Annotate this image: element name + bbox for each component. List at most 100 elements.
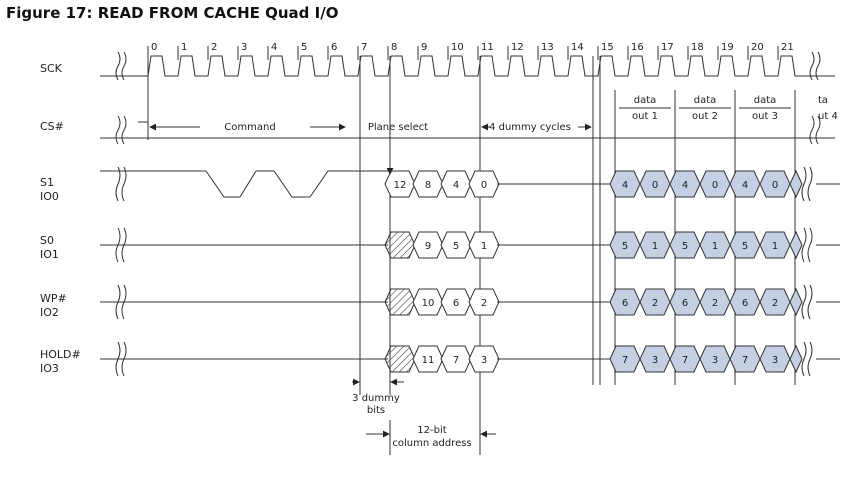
cycle-number: 20 [751, 42, 764, 53]
cycle-number: 5 [301, 42, 307, 53]
cs-break-mark [809, 115, 815, 145]
io0-data-bit-label: 4 [682, 180, 688, 191]
data-out4-label-bottom: ut 4 [818, 111, 838, 122]
io1-address-bit-label: 5 [453, 241, 459, 252]
io1-end-break-mark [807, 227, 813, 263]
data-out-label-top: data [634, 95, 657, 106]
dummy-bits-label-1: 3 dummy [352, 393, 400, 404]
data-out-label-bottom: out 1 [632, 111, 658, 122]
sck-break-mark [815, 51, 821, 81]
io0-data-bit-label: 4 [742, 180, 748, 191]
io2-address-bit-label: 10 [422, 298, 435, 309]
io0-end-break-mark [807, 166, 813, 202]
cycle-number: 13 [541, 42, 554, 53]
io3-end-break-mark [807, 341, 813, 377]
cycle-number: 12 [511, 42, 524, 53]
cycle-number: 9 [421, 42, 427, 53]
io2-dummy-bit [384, 288, 416, 316]
io0-command-waveform [100, 170, 388, 198]
io1-data-bit-label: 1 [772, 241, 778, 252]
signal-label-io2: WP#IO2 [40, 292, 67, 319]
io1-end-break-mark [801, 227, 807, 263]
cycle-number: 10 [451, 42, 464, 53]
cycle-number: 21 [781, 42, 794, 53]
sck-break-mark [809, 51, 815, 81]
dummy-bits-label-2: bits [367, 405, 385, 416]
io3-data-bit-label: 3 [772, 355, 778, 366]
cycle-number: 11 [481, 42, 494, 53]
io2-address-bit-label: 6 [453, 298, 459, 309]
io2-data-bit-label: 2 [712, 298, 718, 309]
io0-address-bit-label: 8 [425, 180, 431, 191]
io3-data-bit-label: 7 [682, 355, 688, 366]
io2-end-break-mark [801, 284, 807, 320]
io2-break-mark [115, 284, 121, 320]
sck-clock-waveform [100, 55, 835, 77]
io1-address-bit-label: 9 [425, 241, 431, 252]
signal-label-sck: SCK [40, 62, 63, 75]
io3-end-break-mark [801, 341, 807, 377]
io3-data-bit-label: 3 [652, 355, 658, 366]
sck-break-mark [115, 51, 121, 81]
cycle-number: 2 [211, 42, 217, 53]
io0-address-bit-label: 4 [453, 180, 459, 191]
data-out-label-top: data [754, 95, 777, 106]
io3-address-bit-label: 7 [453, 355, 459, 366]
io1-data-bit-label: 5 [742, 241, 748, 252]
io1-data-continue [789, 230, 803, 260]
io0-data-bit-label: 0 [712, 180, 718, 191]
cycle-number: 1 [181, 42, 187, 53]
cycle-number: 16 [631, 42, 644, 53]
io3-data-bit-label: 3 [712, 355, 718, 366]
io0-address-bit-label: 12 [394, 180, 407, 191]
signal-label-io3: HOLD#IO3 [40, 348, 81, 375]
io1-dummy-bit [384, 231, 416, 259]
io2-data-bit-label: 6 [742, 298, 748, 309]
cycle-number: 3 [241, 42, 247, 53]
io0-end-break-mark [801, 166, 807, 202]
command-label: Command [224, 122, 275, 133]
io0-address-bit-label: 0 [481, 180, 487, 191]
io2-data-bit-label: 2 [772, 298, 778, 309]
io2-data-continue [789, 287, 803, 317]
io0-break-mark [115, 166, 121, 202]
io2-data-bit-label: 2 [652, 298, 658, 309]
cycle-number: 4 [271, 42, 277, 53]
data-out4-label-top: ta [818, 95, 828, 106]
sck-break-mark [121, 51, 127, 81]
column-label-2: column address [392, 438, 471, 449]
dummy-cycles-label: 4 dummy cycles [489, 122, 571, 133]
io1-data-bit-label: 1 [712, 241, 718, 252]
cycle-number: 6 [331, 42, 337, 53]
io1-data-bit-label: 5 [622, 241, 628, 252]
io3-address-bit-label: 11 [422, 355, 435, 366]
io2-break-mark [121, 284, 127, 320]
data-out-label-bottom: out 3 [752, 111, 778, 122]
cs-break-mark [121, 115, 127, 145]
io2-data-bit-label: 6 [622, 298, 628, 309]
io1-data-bit-label: 1 [652, 241, 658, 252]
cs-break-mark [815, 115, 821, 145]
io2-address-bit-label: 2 [481, 298, 487, 309]
signal-label-cs: CS# [40, 120, 64, 133]
cycle-number: 15 [601, 42, 614, 53]
io1-data-bit-label: 5 [682, 241, 688, 252]
io3-break-mark [115, 341, 121, 377]
io0-data-bit-label: 4 [622, 180, 628, 191]
io3-data-bit-label: 7 [742, 355, 748, 366]
column-label-1: 12-bit [417, 425, 446, 436]
cycle-number: 7 [361, 42, 367, 53]
cycle-number: 14 [571, 42, 584, 53]
io3-data-bit-label: 7 [622, 355, 628, 366]
data-out-label-top: data [694, 95, 717, 106]
io0-data-bit-label: 0 [772, 180, 778, 191]
io3-break-mark [121, 341, 127, 377]
io0-data-continue [789, 169, 803, 199]
